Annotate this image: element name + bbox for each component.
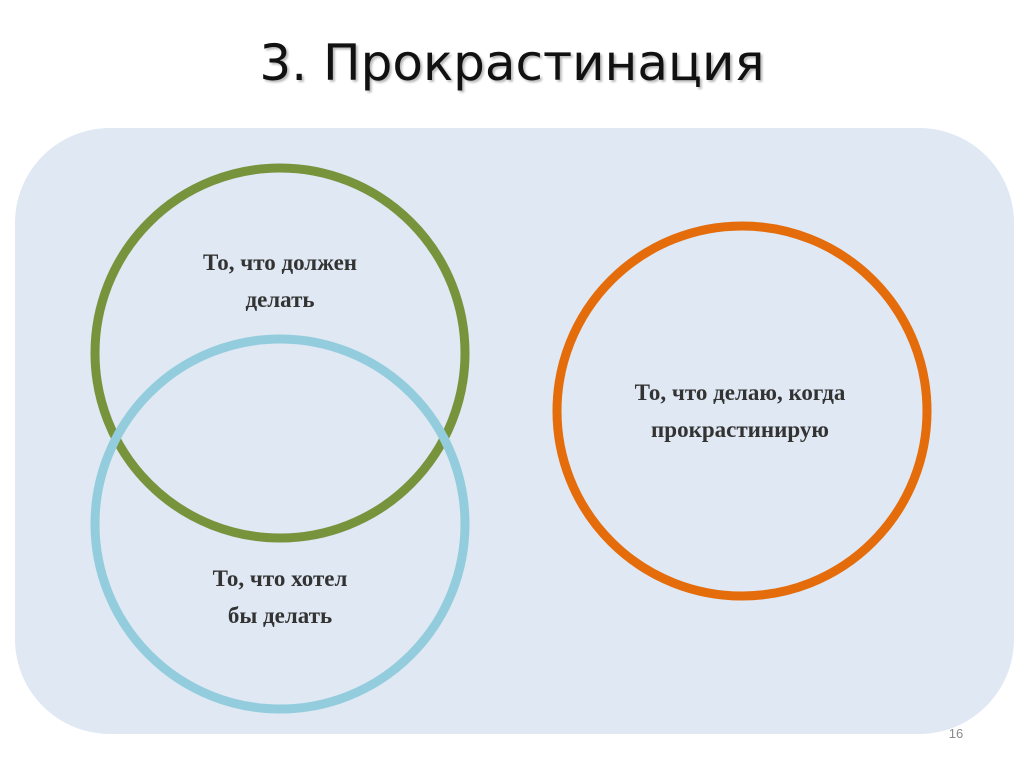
circle-label-should-line-2: делать: [245, 287, 315, 312]
circle-label-want-line-2: бы делать: [227, 603, 333, 628]
circle-label-procrastinate-line-2: прокрастинирую: [651, 417, 829, 442]
circle-label-procrastinate-line-1: То, что делаю, когда: [634, 380, 846, 405]
circle-label-should-line-1: То, что должен: [202, 250, 358, 275]
circle-want: [90, 334, 470, 714]
circle-label-should: То, что должен делать: [160, 244, 400, 318]
circle-label-want: То, что хотел бы делать: [160, 560, 400, 634]
circle-label-procrastinate: То, что делаю, когда прокрастинирую: [580, 374, 900, 448]
circle-procrastinate: [552, 221, 932, 601]
circle-label-want-line-1: То, что хотел: [212, 566, 348, 591]
page-number: 16: [948, 726, 964, 741]
diagram-panel: [15, 128, 1014, 734]
slide-title: 3. Прокрастинация: [259, 34, 765, 92]
circle-should: [90, 163, 470, 543]
